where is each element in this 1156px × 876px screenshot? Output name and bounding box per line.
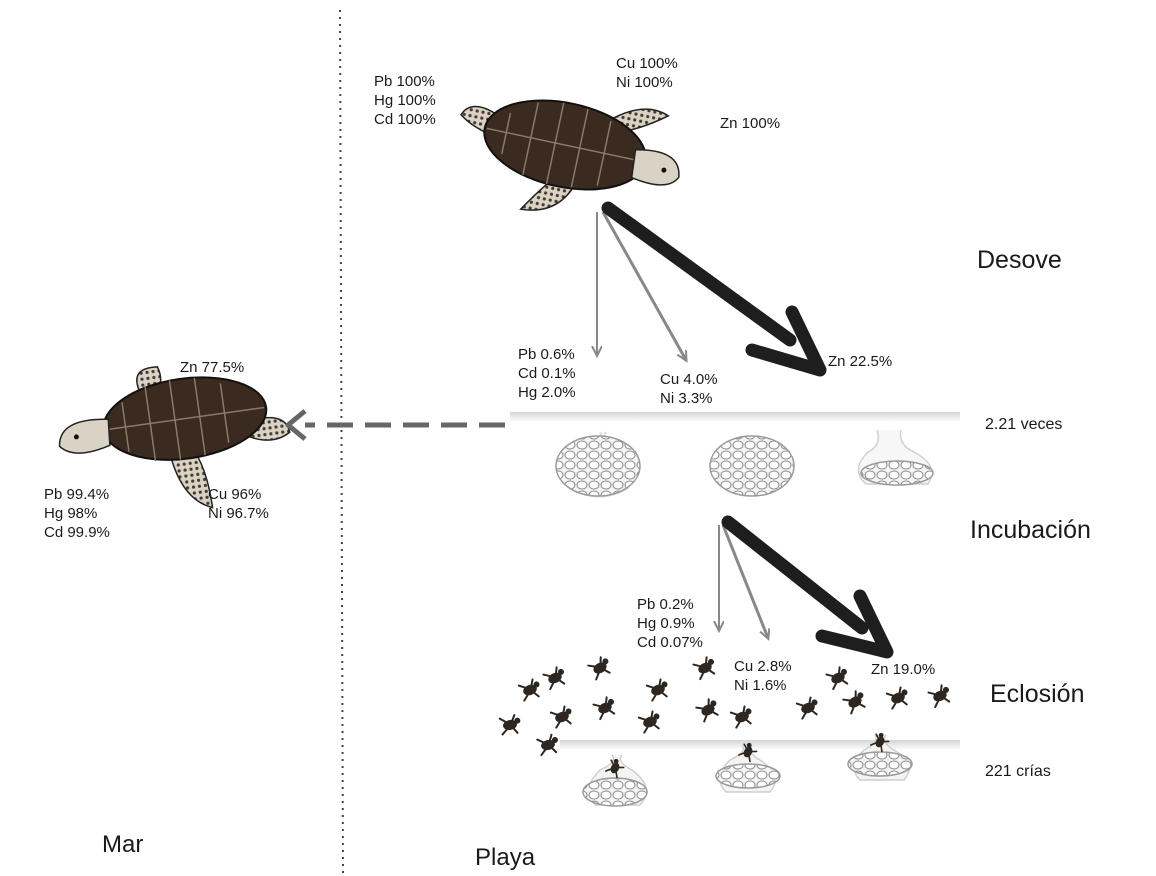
zone-label-beach: Playa <box>475 844 535 872</box>
egg-clutch-icon <box>858 430 933 485</box>
arrow-return-to-sea-head <box>288 411 305 439</box>
mother-heavy-metals: Pb 100% Hg 100% Cd 100% <box>374 72 436 129</box>
hatch-zn: Zn 19.0% <box>871 660 935 679</box>
hatch-cd: Cd 0.07% <box>637 633 703 652</box>
hatch-ni: Ni 1.6% <box>734 676 792 695</box>
returning-cu-ni: Cu 96% Ni 96.7% <box>208 485 269 523</box>
egg-hg: Hg 2.0% <box>518 383 576 402</box>
returning-zn: Zn 77.5% <box>180 358 244 377</box>
egg-clutch-icon <box>710 436 794 496</box>
arrow-zn-to-hatchlings <box>728 522 862 628</box>
egg-clutch-icon <box>848 731 912 780</box>
ground-strip-incubation <box>510 412 960 422</box>
mother-ni: Ni 100% <box>616 73 678 92</box>
sea-beach-divider <box>340 10 343 876</box>
stage-label-spawn: Desove <box>977 246 1062 275</box>
hatch-heavy-metals: Pb 0.2% Hg 0.9% Cd 0.07% <box>637 595 703 652</box>
egg-cu: Cu 4.0% <box>660 370 718 389</box>
hatch-pb: Pb 0.2% <box>637 595 703 614</box>
mother-cd: Cd 100% <box>374 110 436 129</box>
hatch-hg: Hg 0.9% <box>637 614 703 633</box>
egg-clutch-icon <box>583 755 647 806</box>
egg-pb: Pb 0.6% <box>518 345 576 364</box>
zone-label-sea: Mar <box>102 831 143 859</box>
egg-clutch-icon <box>556 432 640 497</box>
returning-ni: Ni 96.7% <box>208 504 269 523</box>
egg-cd: Cd 0.1% <box>518 364 576 383</box>
egg-zn-factor: 2.21 veces <box>985 416 1062 434</box>
hatch-cu-ni: Cu 2.8% Ni 1.6% <box>734 657 792 695</box>
arrow-zn-to-eggs <box>608 208 790 340</box>
returning-cu: Cu 96% <box>208 485 269 504</box>
egg-heavy-metals: Pb 0.6% Cd 0.1% Hg 2.0% <box>518 345 576 402</box>
returning-heavy-metals: Pb 99.4% Hg 98% Cd 99.9% <box>44 485 110 542</box>
egg-cu-ni: Cu 4.0% Ni 3.3% <box>660 370 718 408</box>
returning-hg: Hg 98% <box>44 504 110 523</box>
stage-label-hatching: Eclosión <box>990 680 1085 709</box>
mother-cu: Cu 100% <box>616 54 678 73</box>
mother-cu-ni: Cu 100% Ni 100% <box>616 54 678 92</box>
adult-turtle-icon <box>444 71 691 240</box>
returning-pb: Pb 99.4% <box>44 485 110 504</box>
hatchling-count: 221 crías <box>985 763 1051 781</box>
stage-label-incubation: Incubación <box>970 516 1091 545</box>
hatch-cu: Cu 2.8% <box>734 657 792 676</box>
egg-zn: Zn 22.5% <box>828 352 892 371</box>
mother-hg: Hg 100% <box>374 91 436 110</box>
returning-cd: Cd 99.9% <box>44 523 110 542</box>
mother-zn: Zn 100% <box>720 114 780 133</box>
mother-pb: Pb 100% <box>374 72 436 91</box>
ground-strip-hatching <box>560 740 960 750</box>
egg-ni: Ni 3.3% <box>660 389 718 408</box>
